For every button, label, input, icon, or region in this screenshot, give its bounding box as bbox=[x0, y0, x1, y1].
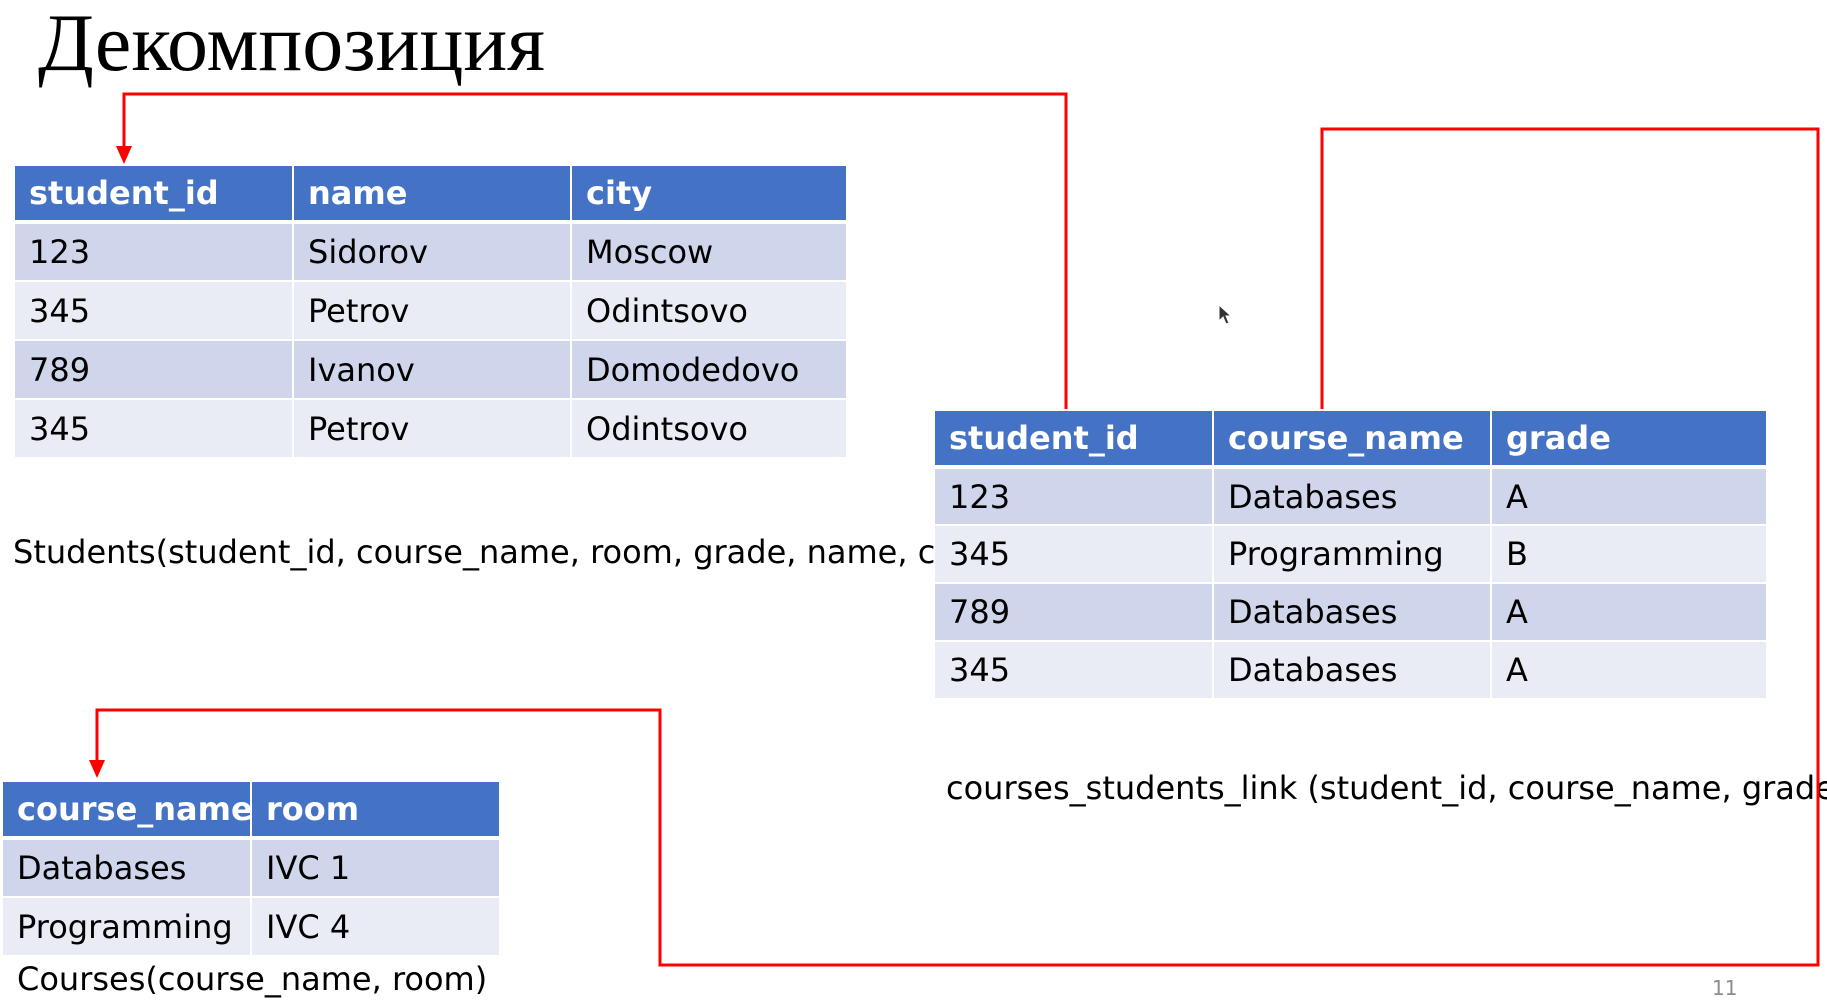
table-cell: IVC 1 bbox=[251, 838, 501, 898]
slide-title: Декомпозиция bbox=[38, 0, 545, 88]
table-cell: Databases bbox=[1213, 467, 1492, 526]
table-cell: A bbox=[1491, 583, 1768, 642]
table-row: 345 Petrov Odintsovo bbox=[15, 399, 848, 459]
column-header: student_id bbox=[935, 411, 1214, 469]
table-cell: 345 bbox=[935, 641, 1214, 700]
students-table: student_id name city 123 Sidorov Moscow … bbox=[15, 166, 848, 459]
table-cell: Programming bbox=[3, 897, 252, 957]
courses-students-link-table: student_id course_name grade 123 Databas… bbox=[935, 411, 1768, 700]
table-cell: Petrov bbox=[293, 281, 572, 341]
table-cell: 123 bbox=[15, 222, 294, 282]
table-row: 345 Petrov Odintsovo bbox=[15, 281, 848, 341]
mouse-cursor-icon bbox=[1218, 304, 1233, 325]
column-header: course_name bbox=[3, 782, 252, 840]
column-header: student_id bbox=[15, 166, 294, 224]
table-cell: Ivanov bbox=[293, 340, 572, 400]
table-cell: Databases bbox=[1213, 583, 1492, 642]
table-row: 789 Ivanov Domodedovo bbox=[15, 340, 848, 400]
table-cell: 123 bbox=[935, 467, 1214, 526]
course-name-arrowhead bbox=[89, 760, 105, 778]
column-header: grade bbox=[1491, 411, 1768, 469]
table-row: Databases IVC 1 bbox=[3, 838, 501, 898]
table-header-row: student_id name city bbox=[15, 166, 848, 224]
table-row: 789 Databases A bbox=[935, 583, 1768, 642]
page-number: 11 bbox=[1712, 976, 1738, 1000]
courses-schema-caption: Courses(course_name, room) bbox=[17, 960, 488, 998]
column-header: name bbox=[293, 166, 572, 224]
link-schema-caption: courses_students_link (student_id, cours… bbox=[946, 769, 1827, 807]
table-row: 123 Sidorov Moscow bbox=[15, 222, 848, 282]
table-cell: 789 bbox=[15, 340, 294, 400]
table-row: Programming IVC 4 bbox=[3, 897, 501, 957]
table-cell: Databases bbox=[1213, 641, 1492, 700]
table-cell: Moscow bbox=[571, 222, 848, 282]
table-row: 123 Databases A bbox=[935, 467, 1768, 526]
column-header: room bbox=[251, 782, 501, 840]
table-cell: B bbox=[1491, 525, 1768, 584]
table-cell: Petrov bbox=[293, 399, 572, 459]
table-cell: Programming bbox=[1213, 525, 1492, 584]
column-header: course_name bbox=[1213, 411, 1492, 469]
table-cell: 345 bbox=[935, 525, 1214, 584]
table-cell: 345 bbox=[15, 281, 294, 341]
students-schema-caption: Students(student_id, course_name, room, … bbox=[13, 533, 989, 571]
table-cell: 345 bbox=[15, 399, 294, 459]
table-row: 345 Programming B bbox=[935, 525, 1768, 584]
table-header-row: course_name room bbox=[3, 782, 501, 840]
table-row: 345 Databases A bbox=[935, 641, 1768, 700]
student-id-arrowhead bbox=[116, 146, 132, 164]
table-cell: Odintsovo bbox=[571, 281, 848, 341]
courses-table: course_name room Databases IVC 1 Program… bbox=[3, 782, 501, 957]
table-cell: Domodedovo bbox=[571, 340, 848, 400]
table-cell: 789 bbox=[935, 583, 1214, 642]
table-cell: A bbox=[1491, 467, 1768, 526]
table-cell: Sidorov bbox=[293, 222, 572, 282]
column-header: city bbox=[571, 166, 848, 224]
table-cell: A bbox=[1491, 641, 1768, 700]
table-cell: Databases bbox=[3, 838, 252, 898]
table-cell: Odintsovo bbox=[571, 399, 848, 459]
table-header-row: student_id course_name grade bbox=[935, 411, 1768, 469]
table-cell: IVC 4 bbox=[251, 897, 501, 957]
